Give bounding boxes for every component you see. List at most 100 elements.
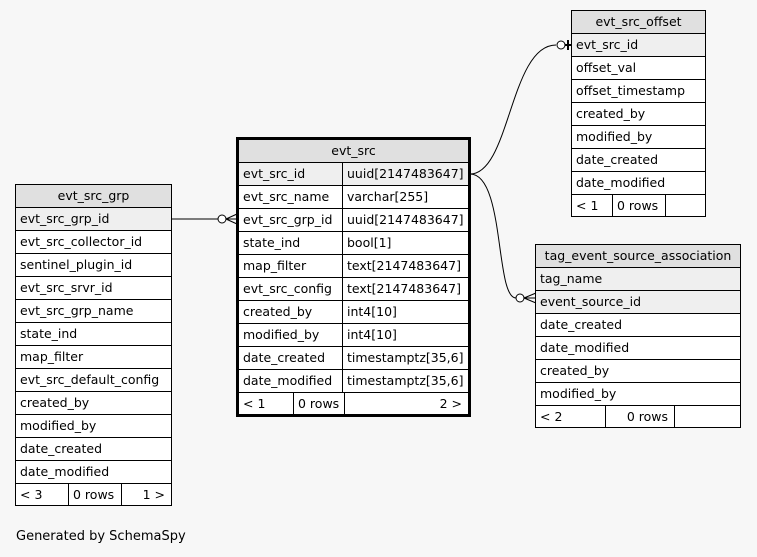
column-row: modified_by	[572, 126, 705, 149]
column-name: offset_val	[576, 60, 637, 75]
table-evt-src: evt_src evt_src_id uuid[2147483647] evt_s…	[236, 137, 471, 417]
column-row: date_created timestamptz[35,6]	[239, 347, 468, 370]
table-footer: < 2 0 rows	[536, 406, 740, 427]
column-row: evt_src_config text[2147483647]	[239, 278, 468, 301]
column-name: state_ind	[20, 326, 78, 341]
table-title: evt_src_offset	[572, 11, 705, 34]
column-name: evt_src_name	[239, 186, 343, 208]
table-evt-src-offset: evt_src_offset evt_src_id offset_val off…	[571, 10, 706, 217]
column-name: date_modified	[540, 340, 630, 355]
table-evt-src-grp: evt_src_grp evt_src_grp_id evt_src_colle…	[15, 184, 172, 506]
table-title: evt_src	[239, 140, 468, 163]
column-row: evt_src_name varchar[255]	[239, 186, 468, 209]
column-row: created_by int4[10]	[239, 301, 468, 324]
child-count[interactable]: 1 >	[121, 484, 171, 505]
column-name: evt_src_grp_id	[239, 209, 343, 231]
column-type: timestamptz[35,6]	[347, 373, 464, 388]
column-type: timestamptz[35,6]	[347, 350, 464, 365]
column-row: event_source_id	[536, 291, 740, 314]
edge-evt-src-to-offset	[469, 44, 557, 175]
column-row: evt_src_grp_name	[16, 300, 171, 323]
column-name: state_ind	[239, 232, 343, 254]
column-row: map_filter	[16, 346, 171, 369]
column-type: bool[1]	[347, 235, 392, 250]
column-name: date_created	[576, 152, 659, 167]
column-name: created_by	[20, 395, 90, 410]
parent-count[interactable]: < 3	[20, 487, 43, 502]
column-name: event_source_id	[540, 294, 642, 309]
column-name: offset_timestamp	[576, 83, 686, 98]
column-row: date_modified	[536, 337, 740, 360]
column-type: int4[10]	[347, 327, 397, 342]
table-title: evt_src_grp	[16, 185, 171, 208]
column-row: evt_src_id uuid[2147483647]	[239, 163, 468, 186]
column-type: text[2147483647]	[347, 258, 461, 273]
column-name: date_modified	[576, 175, 666, 190]
column-type: int4[10]	[347, 304, 397, 319]
column-name: map_filter	[20, 349, 84, 364]
column-name: modified_by	[20, 418, 97, 433]
column-row: state_ind bool[1]	[239, 232, 468, 255]
column-row: date_modified	[16, 461, 171, 484]
column-row: evt_src_id	[572, 34, 705, 57]
column-name: modified_by	[576, 129, 653, 144]
column-name: tag_name	[540, 271, 603, 286]
column-name: evt_src_default_config	[20, 372, 160, 387]
parent-count[interactable]: < 2	[540, 409, 563, 424]
parent-count[interactable]: < 1	[243, 396, 266, 411]
row-count: 0 rows	[605, 406, 674, 427]
column-row: created_by	[16, 392, 171, 415]
column-row: created_by	[536, 360, 740, 383]
edge-grp-to-evt-src-crowfoot	[225, 213, 238, 225]
column-type: uuid[2147483647]	[347, 166, 464, 181]
column-row: date_modified	[572, 172, 705, 195]
child-count	[674, 406, 740, 427]
column-row: offset_val	[572, 57, 705, 80]
column-row: modified_by int4[10]	[239, 324, 468, 347]
generated-by-note: Generated by SchemaSpy	[16, 529, 186, 544]
column-name: created_by	[540, 363, 610, 378]
column-row: tag_name	[536, 268, 740, 291]
column-row: date_created	[16, 438, 171, 461]
column-name: date_created	[20, 441, 103, 456]
table-footer: < 1 0 rows	[572, 195, 705, 216]
column-row: map_filter text[2147483647]	[239, 255, 468, 278]
edge-grp-to-evt-src-optional-marker	[217, 214, 227, 224]
column-row: state_ind	[16, 323, 171, 346]
column-name: date_created	[239, 347, 343, 369]
column-name: created_by	[576, 106, 646, 121]
column-row: date_created	[536, 314, 740, 337]
child-count[interactable]: 2 >	[344, 393, 468, 414]
column-name: modified_by	[540, 386, 617, 401]
column-name: map_filter	[239, 255, 343, 277]
column-type: uuid[2147483647]	[347, 212, 464, 227]
column-name: evt_src_grp_id	[20, 211, 110, 226]
column-name: sentinel_plugin_id	[20, 257, 133, 272]
column-row: evt_src_grp_id uuid[2147483647]	[239, 209, 468, 232]
column-name: evt_src_config	[239, 278, 343, 300]
edge-evt-src-to-offset-one-marker	[565, 40, 572, 50]
column-name: evt_src_collector_id	[20, 234, 143, 249]
column-type: text[2147483647]	[347, 281, 461, 296]
edge-evt-src-to-offset-optional-marker	[556, 40, 566, 50]
edge-evt-src-to-tag-assoc	[469, 173, 517, 299]
parent-count[interactable]: < 1	[576, 198, 599, 213]
column-name: created_by	[239, 301, 343, 323]
table-footer: < 3 0 rows 1 >	[16, 484, 171, 505]
column-name: evt_src_srvr_id	[20, 280, 113, 295]
edge-evt-src-to-tag-assoc-optional-marker	[515, 293, 525, 303]
column-row: evt_src_collector_id	[16, 231, 171, 254]
column-row: evt_src_default_config	[16, 369, 171, 392]
column-row: date_created	[572, 149, 705, 172]
column-type: varchar[255]	[347, 189, 429, 204]
column-row: modified_by	[536, 383, 740, 406]
column-name: date_modified	[239, 370, 343, 392]
child-count	[665, 195, 705, 216]
table-tag-event-source-association: tag_event_source_association tag_name ev…	[535, 244, 741, 428]
column-name: modified_by	[239, 324, 343, 346]
column-name: evt_src_id	[239, 163, 343, 185]
table-title: tag_event_source_association	[536, 245, 740, 268]
edge-evt-src-to-tag-assoc-crowfoot	[523, 292, 537, 304]
column-row: evt_src_grp_id	[16, 208, 171, 231]
